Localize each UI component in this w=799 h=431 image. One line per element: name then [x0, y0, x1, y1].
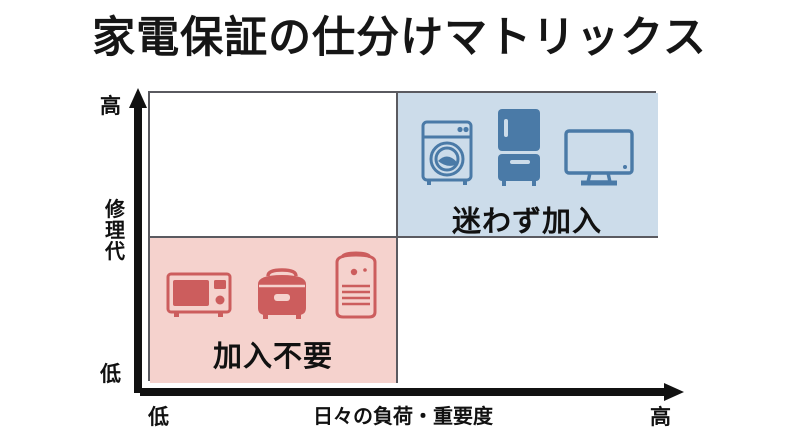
washing-machine-icon [420, 119, 474, 192]
y-axis-arrow-icon [129, 88, 147, 393]
quadrant-high-repair-low-importance [150, 93, 396, 236]
y-axis-low-label: 低 [100, 363, 121, 386]
x-axis-high-label: 高 [650, 406, 671, 429]
x-axis-title: 日々の負荷・重要度 [313, 406, 493, 428]
quadrant-high-repair-high-importance: 迷わず加入 [396, 93, 658, 238]
television-icon [564, 129, 634, 192]
refrigerator-icon [496, 107, 542, 192]
quadrant-low-repair-low-importance: 加入不要 [150, 236, 396, 383]
quadrant-low-repair-high-importance [396, 236, 658, 383]
air-purifier-icon [332, 248, 380, 325]
x-axis [140, 382, 686, 402]
rice-cooker-icon [254, 266, 310, 325]
quadrant-divider-horizontal [150, 236, 658, 238]
quadrant-bottom-left-label: 加入不要 [212, 341, 333, 373]
appliance-icon-group-enroll [420, 107, 634, 192]
x-axis-arrow-icon [140, 383, 684, 401]
x-axis-low-label: 低 [148, 406, 169, 429]
y-axis-high-label: 高 [100, 95, 121, 118]
quadrant-divider-vertical [396, 93, 398, 383]
microwave-oven-icon [166, 272, 232, 325]
appliance-icon-group-no-enroll [166, 248, 380, 325]
y-axis-title: 修理代 [105, 199, 125, 263]
page-title: 家電保証の仕分けマトリックス [92, 14, 707, 62]
matrix-plot-area: 迷わず加入 [148, 91, 658, 383]
quadrant-top-right-label: 迷わず加入 [451, 206, 602, 238]
y-axis [128, 86, 148, 393]
